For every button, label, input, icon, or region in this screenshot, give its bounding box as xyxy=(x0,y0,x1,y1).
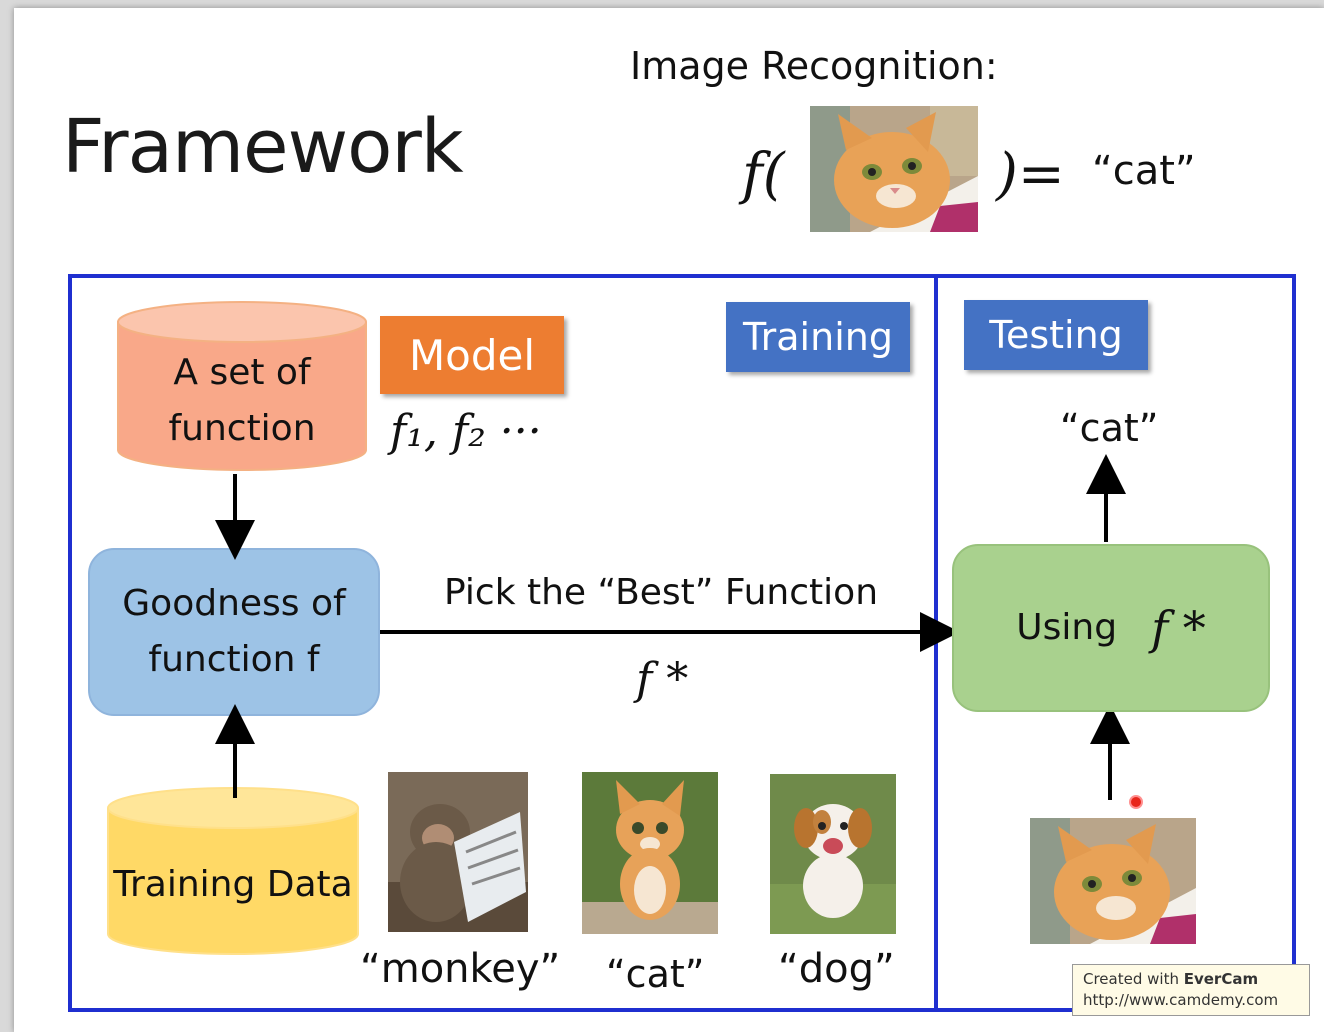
watermark-prefix: Created with xyxy=(1083,970,1184,988)
recognition-result: “cat” xyxy=(1092,148,1196,194)
set-of-function-label: A set of function xyxy=(168,352,316,449)
dog-label: “dog” xyxy=(778,946,895,992)
watermark-url: http://www.camdemy.com xyxy=(1083,991,1279,1009)
testing-tag: Testing xyxy=(964,300,1148,370)
testing-output: “cat” xyxy=(1060,406,1159,450)
training-tag: Training xyxy=(726,302,910,372)
cat-label: “cat” xyxy=(606,952,705,996)
training-data-label: Training Data xyxy=(113,864,353,905)
using-label: Using xyxy=(1016,607,1118,648)
using-function-symbol: f * xyxy=(1151,601,1206,655)
function-close: )= xyxy=(996,142,1065,207)
training-data-cylinder xyxy=(107,787,359,955)
test-input-cat-photo xyxy=(1030,818,1196,944)
slide-title: Framework xyxy=(62,104,464,190)
model-functions: f₁, f₂ ··· xyxy=(390,406,542,457)
pick-best-label: Pick the “Best” Function xyxy=(444,572,879,613)
kitten-photo xyxy=(582,772,718,934)
set-of-function-cylinder xyxy=(117,301,367,471)
function-open: f( xyxy=(742,142,785,207)
evercam-watermark: Created with EverCam http://www.camdemy.… xyxy=(1072,964,1310,1016)
model-tag: Model xyxy=(380,316,564,394)
monkey-photo xyxy=(388,772,528,932)
using-box: Using f * xyxy=(952,544,1270,712)
slide: Framework Image Recognition: f( )= “cat”… xyxy=(14,8,1324,1032)
cat-input-photo xyxy=(810,106,978,232)
cursor-indicator xyxy=(1129,795,1143,809)
image-recognition-heading: Image Recognition: xyxy=(630,44,998,88)
monkey-label: “monkey” xyxy=(360,946,561,992)
best-function-symbol: f * xyxy=(636,654,689,705)
watermark-brand: EverCam xyxy=(1183,970,1259,988)
goodness-of-function-box: Goodness of function f xyxy=(88,548,380,716)
arrows-layer xyxy=(215,454,1143,809)
puppy-photo xyxy=(770,774,896,934)
